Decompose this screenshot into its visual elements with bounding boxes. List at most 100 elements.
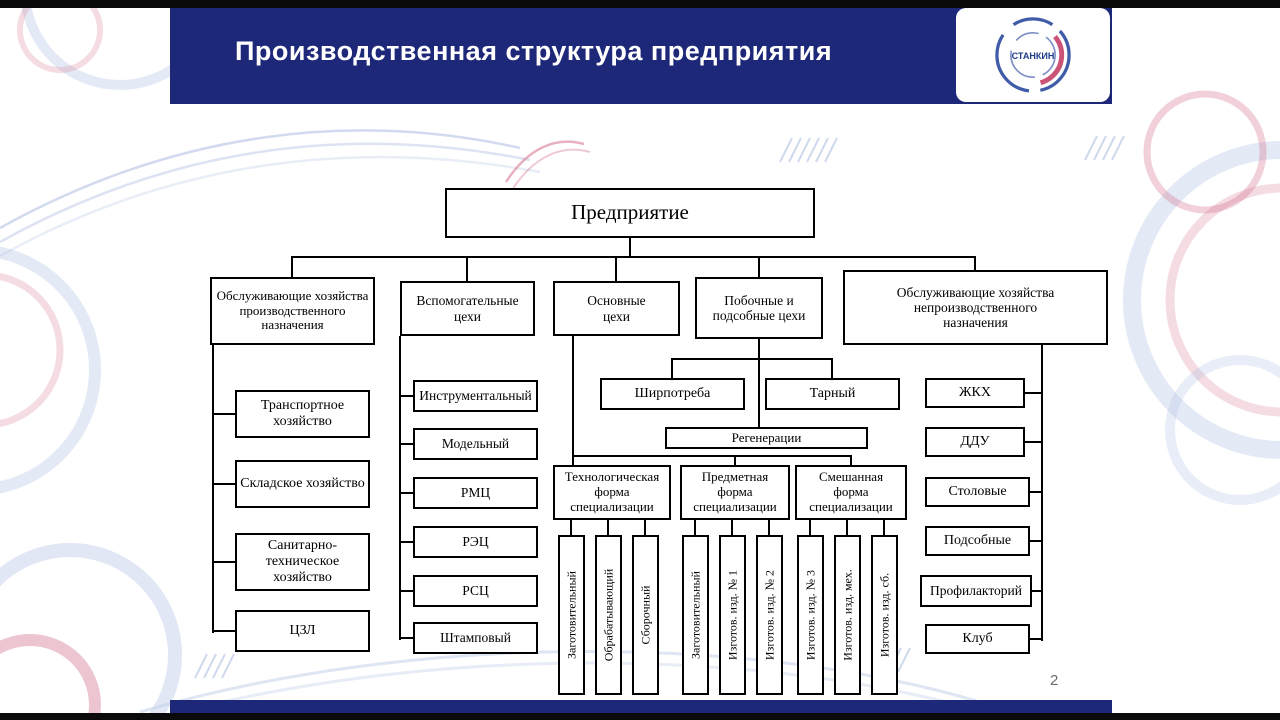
connector-line (758, 360, 760, 427)
connector-line (212, 345, 214, 633)
org-node-label: Изготов. изд. сб. (877, 572, 891, 658)
connector-line (846, 520, 848, 535)
org-node-label: Обрабатывающий (601, 568, 615, 662)
org-node-product-1-shop: Изготов. изд. № 1 (719, 535, 746, 695)
org-node-processing-shop: Обрабатывающий (595, 535, 622, 695)
connector-line (809, 520, 811, 535)
org-node-czl: ЦЗЛ (235, 610, 370, 652)
org-node-service-production: Обслуживающие хозяйства производственног… (210, 277, 375, 345)
org-node-procurement-shop-2: Заготовительный (682, 535, 709, 695)
org-node-transport: Транспортное хозяйство (235, 390, 370, 438)
connector-line (572, 455, 852, 457)
connector-line (1041, 345, 1043, 641)
org-node-auxiliary-shops: Вспомогательные цехи (400, 281, 535, 336)
org-node-tech-specialization: Технологическая форма специализации (553, 465, 671, 520)
org-node-label: Изготов. изд. № 2 (762, 569, 776, 661)
org-node-mixed-specialization: Смешанная форма специализации (795, 465, 907, 520)
org-node-dispensary: Профилакторий (920, 575, 1032, 607)
connector-line (1030, 540, 1042, 542)
slide-title-bar: Производственная структура предприятия (170, 8, 1112, 104)
org-node-label: Изготов. изд. № 1 (725, 569, 739, 661)
connector-line (399, 492, 413, 494)
connector-line (974, 258, 976, 270)
page-number: 2 (1050, 672, 1059, 689)
org-node-label: Сборочный (638, 585, 652, 645)
org-node-canteens: Столовые (925, 477, 1030, 507)
org-node-rmc: РМЦ (413, 477, 538, 509)
connector-line (850, 455, 852, 465)
connector-line (629, 238, 631, 258)
connector-line (1032, 590, 1042, 592)
org-node-assembly-shop: Сборочный (632, 535, 659, 695)
letterbox-bottom (0, 713, 1280, 720)
slide-title: Производственная структура предприятия (235, 36, 833, 66)
connector-line (731, 520, 733, 535)
connector-line (291, 258, 293, 277)
connector-line (671, 358, 833, 360)
org-node-consumer-goods: Ширпотреба (600, 378, 745, 410)
org-node-subject-specialization: Предметная форма специализации (680, 465, 790, 520)
org-node-procurement-shop: Заготовительный (558, 535, 585, 695)
org-node-container-shop: Тарный (765, 378, 900, 410)
connector-line (758, 339, 760, 360)
connector-line (399, 395, 413, 397)
org-node-service-nonproduction: Обслуживающие хозяйства непроизводственн… (843, 270, 1108, 345)
connector-line (1030, 491, 1042, 493)
org-node-label: Основные цехи (587, 293, 646, 324)
connector-line (399, 336, 401, 640)
org-node-product-asm-shop: Изготов. изд. сб. (871, 535, 898, 695)
connector-line (212, 630, 235, 632)
connector-line (758, 258, 760, 277)
org-node-warehouse: Складское хозяйство (235, 460, 370, 508)
org-node-label: Заготовительный (564, 571, 578, 659)
footer-bar (170, 700, 1112, 713)
connector-line (212, 413, 235, 415)
connector-line (212, 483, 235, 485)
org-node-label: Изготов. изд. мех. (840, 569, 854, 661)
org-node-stamping-shop: Штамповый (413, 622, 538, 654)
connector-line (1025, 392, 1041, 394)
org-node-product-2-shop: Изготов. изд. № 2 (756, 535, 783, 695)
stankin-logo-icon: СТАНКИН (995, 17, 1071, 93)
connector-line (399, 637, 413, 639)
org-node-main-shops: Основные цехи (553, 281, 680, 336)
org-node-label: Технологическая форма специализации (564, 469, 660, 514)
connector-line (1025, 441, 1041, 443)
connector-line (572, 336, 574, 465)
org-node-label: Заготовительный (688, 571, 702, 659)
connector-line (607, 520, 609, 535)
org-node-product-mech-shop: Изготов. изд. мех. (834, 535, 861, 695)
connector-line (212, 561, 235, 563)
org-node-side-shops: Побочные и подсобные цехи (695, 277, 823, 339)
connector-line (768, 520, 770, 535)
connector-line (291, 256, 976, 258)
connector-line (831, 360, 833, 378)
org-node-regeneration: Регенерации (665, 427, 868, 449)
connector-line (399, 541, 413, 543)
connector-line (734, 455, 736, 465)
connector-line (694, 520, 696, 535)
connector-line (466, 258, 468, 281)
org-node-label: Обслуживающие хозяйства непроизводственн… (896, 284, 1055, 331)
org-node-tool-shop: Инструментальный (413, 380, 538, 412)
connector-line (671, 360, 673, 378)
logo-text: СТАНКИН (1012, 51, 1055, 61)
org-node-subsidiary: Подсобные (925, 526, 1030, 556)
connector-line (1030, 638, 1042, 640)
connector-line (570, 520, 572, 535)
connector-line (644, 520, 646, 535)
org-node-product-3-shop: Изготов. изд. № 3 (797, 535, 824, 695)
org-node-enterprise: Предприятие (445, 188, 815, 238)
org-node-model-shop: Модельный (413, 428, 538, 460)
org-node-club: Клуб (925, 624, 1030, 654)
org-node-rec: РЭЦ (413, 526, 538, 558)
connector-line (615, 258, 617, 281)
letterbox-top (0, 0, 1280, 8)
org-node-label: Изготов. изд. № 3 (803, 569, 817, 661)
org-node-sanitary: Санитарно-техническое хозяйство (235, 533, 370, 591)
org-node-label: Предметная форма специализации (693, 469, 777, 514)
logo-panel: СТАНКИН (956, 8, 1110, 102)
